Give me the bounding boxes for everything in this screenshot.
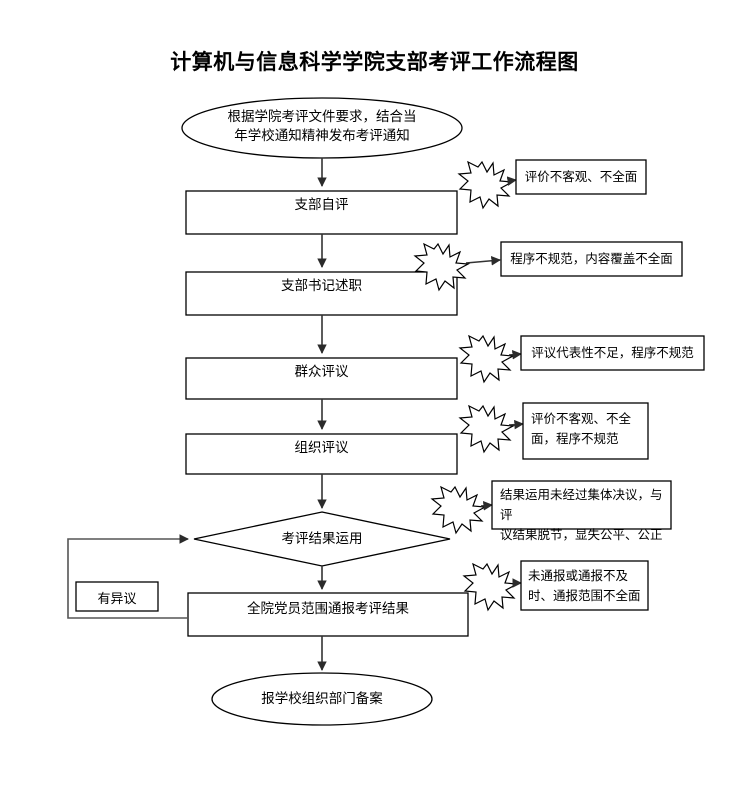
starburst-risk-announce-result <box>462 562 520 612</box>
callout-label-risk-result-use: 结果运用未经过集体决议，与评 议结果脱节，显失公平、公正 <box>500 487 663 542</box>
connector-risk-secretary-report <box>465 255 501 266</box>
connector-risk-organization-review <box>508 419 524 430</box>
starburst-risk-result-use <box>430 485 488 535</box>
callout-label-risk-announce-result: 未通报或通报不及 时、通报范围不全面 <box>528 568 641 603</box>
starburst-risk-mass-review <box>458 334 516 384</box>
starburst-risk-self-eval <box>457 160 515 210</box>
node-label-step-organization-review: 组织评议 <box>294 440 349 456</box>
node-label-step-announce-result: 全院党员范围通报考评结果 <box>247 601 409 617</box>
connector-risk-result-use <box>480 501 493 511</box>
connector-risk-mass-review <box>508 349 522 360</box>
callout-label-risk-self-eval: 评价不客观、不全面 <box>524 169 638 184</box>
node-label-step-mass-review: 群众评议 <box>294 364 349 380</box>
loop-label-has-objection: 有异议 <box>97 592 137 607</box>
node-label-end-oval: 报学校组织部门备案 <box>261 691 383 707</box>
node-label-step-self-eval: 支部自评 <box>294 197 349 213</box>
node-label-step-secretary-report: 支部书记述职 <box>281 278 362 294</box>
node-label-start-oval: 根据学院考评文件要求，结合当 年学校通知精神发布考评通知 <box>227 109 417 144</box>
starburst-risk-organization-review <box>458 404 516 454</box>
page-title: 计算机与信息科学学院支部考评工作流程图 <box>170 49 579 74</box>
connector-risk-self-eval <box>506 176 517 186</box>
callout-label-risk-mass-review: 评议代表性不足，程序不规范 <box>531 345 694 360</box>
callout-label-risk-secretary-report: 程序不规范，内容覆盖不全面 <box>510 251 673 266</box>
callout-label-risk-organization-review: 评价不客观、不全 面，程序不规范 <box>531 411 632 446</box>
node-label-decision-result-use: 考评结果运用 <box>281 531 363 547</box>
